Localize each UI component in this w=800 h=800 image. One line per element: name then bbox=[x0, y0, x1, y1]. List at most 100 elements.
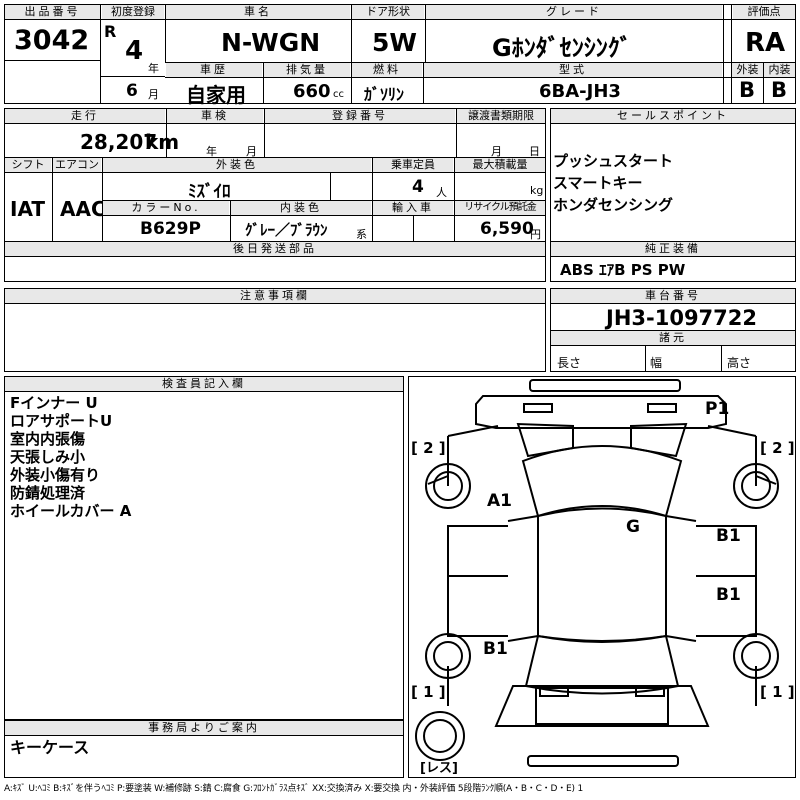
car-name-header: 車名 bbox=[166, 5, 350, 19]
interior-header: 内装 bbox=[764, 63, 795, 77]
reg-month: 6 bbox=[126, 81, 138, 101]
inspection-month-unit: 月 bbox=[246, 145, 257, 158]
mileage-unit: km bbox=[145, 130, 180, 154]
fuel-header: 燃料 bbox=[352, 63, 422, 77]
mileage-header: 走行 bbox=[5, 109, 165, 123]
reg-year-unit: 年 bbox=[148, 62, 159, 75]
later-parts-header: 後日発送部品 bbox=[5, 242, 545, 256]
damage-mark-a1: A1 bbox=[487, 491, 512, 511]
recycle-fee: 6,590 bbox=[480, 219, 534, 239]
inspector-note-5: 外装小傷有り bbox=[10, 466, 101, 484]
tire-mark-rear-right: [ 1 ] bbox=[760, 683, 795, 701]
office-note: キーケース bbox=[10, 738, 90, 757]
recycle-unit: 円 bbox=[530, 228, 541, 241]
recycle-header: リサイクル預託金 bbox=[455, 201, 545, 215]
notes-header: 注意事項欄 bbox=[5, 289, 545, 303]
details-frame bbox=[4, 108, 546, 282]
genuine-equip-header: 純正装備 bbox=[551, 242, 795, 256]
shift-header: シフト bbox=[5, 158, 51, 172]
sales-points-header: セールスポイント bbox=[551, 109, 795, 123]
sales-points-frame bbox=[550, 108, 796, 282]
score-header: 評価点 bbox=[733, 5, 795, 19]
sales-point-3: ホンダセンシング bbox=[553, 196, 674, 214]
chassis-header: 車台番号 bbox=[551, 289, 795, 303]
grade-header: グレード bbox=[426, 5, 722, 19]
first-reg-header: 初度登録 bbox=[102, 5, 164, 19]
lot-no-header: 出品番号 bbox=[5, 5, 100, 19]
sales-point-1: プッシュスタート bbox=[553, 152, 674, 170]
color-number: B629P bbox=[140, 219, 201, 239]
transfer-day-unit: 日 bbox=[529, 145, 540, 158]
max-load-unit: kg bbox=[530, 184, 544, 197]
spare-tire-mark: [レス] bbox=[420, 761, 458, 776]
int-color-header: 内装色 bbox=[231, 201, 371, 215]
dim-length-label: 長さ bbox=[557, 356, 582, 370]
ext-color-header: 外装色 bbox=[103, 158, 371, 172]
max-load-header: 最大積載量 bbox=[455, 158, 545, 172]
ac-header: エアコン bbox=[53, 158, 101, 172]
dimensions-header: 諸元 bbox=[551, 331, 795, 345]
color-no-header: カラーNo. bbox=[103, 201, 229, 215]
office-frame bbox=[4, 720, 404, 778]
mileage: 28,207 bbox=[80, 130, 158, 154]
exterior-header: 外装 bbox=[732, 63, 763, 77]
door-type: 5W bbox=[372, 28, 417, 57]
inspector-note-7: ホイールカバー A bbox=[10, 502, 132, 520]
inspector-header: 検査員記入欄 bbox=[5, 377, 403, 391]
doors-header: ドア形状 bbox=[352, 5, 424, 19]
tire-mark-rear-left: [ 1 ] bbox=[411, 683, 446, 701]
chassis-number: JH3-1097722 bbox=[606, 306, 757, 330]
legend-footer: A:ｷｽﾞ U:ﾍｺﾐ B:ｷｽﾞを伴うﾍｺﾐ P:要塗装 W:補修跡 S:錆 … bbox=[4, 784, 583, 794]
fuel-type: ｶﾞｿﾘﾝ bbox=[364, 85, 405, 104]
import-header: 輸入車 bbox=[373, 201, 453, 215]
capacity-header: 乗車定員 bbox=[373, 158, 453, 172]
dim-width-label: 幅 bbox=[650, 356, 663, 370]
reg-year: 4 bbox=[125, 36, 144, 66]
damage-mark-g: G bbox=[626, 517, 640, 537]
inspection-year-unit: 年 bbox=[206, 145, 217, 158]
vehicle-history: 自家用 bbox=[186, 83, 246, 107]
notes-frame bbox=[4, 288, 546, 372]
exterior-grade: B bbox=[739, 78, 756, 102]
inspector-note-4: 天張しみ小 bbox=[10, 448, 86, 466]
car-diagram bbox=[415, 379, 779, 767]
shift-type: IAT bbox=[10, 197, 46, 221]
model-header: 型式 bbox=[424, 63, 722, 77]
transfer-header: 譲渡書類期限 bbox=[457, 109, 545, 123]
damage-mark-b1-right-bottom: B1 bbox=[716, 585, 741, 605]
inspection-header: 車検 bbox=[167, 109, 263, 123]
interior-color: ｸﾞﾚｰ／ﾌﾞﾗｳﾝ bbox=[245, 221, 328, 239]
lot-number: 3042 bbox=[14, 25, 90, 56]
inspector-note-2: ロアサポートU bbox=[10, 412, 113, 430]
score: RA bbox=[745, 28, 786, 58]
car-name: N-WGN bbox=[221, 28, 321, 57]
displacement: 660 bbox=[293, 81, 331, 102]
dim-height-label: 高さ bbox=[727, 356, 752, 370]
model-code: 6BA-JH3 bbox=[539, 81, 621, 102]
interior-color-unit: 系 bbox=[356, 228, 367, 241]
inspector-note-1: Fインナー U bbox=[10, 394, 98, 412]
history-header: 車歴 bbox=[166, 63, 262, 77]
genuine-equipment: ABS ｴｱB PS PW bbox=[560, 261, 686, 279]
displacement-header: 排気量 bbox=[264, 63, 350, 77]
reg-no-header: 登録番号 bbox=[265, 109, 455, 123]
damage-mark-b1-right-top: B1 bbox=[716, 526, 741, 546]
displacement-unit: cc bbox=[333, 89, 344, 100]
inspector-note-6: 防錆処理済 bbox=[10, 484, 86, 502]
inspector-frame bbox=[4, 376, 404, 720]
capacity-unit: 人 bbox=[436, 186, 447, 199]
car-diagram-frame bbox=[408, 376, 796, 778]
top-frame bbox=[4, 4, 796, 104]
tire-mark-front-right: [ 2 ] bbox=[760, 439, 795, 457]
inspector-note-3: 室内内張傷 bbox=[10, 430, 86, 448]
tire-mark-front-left: [ 2 ] bbox=[411, 439, 446, 457]
damage-mark-b1-left: B1 bbox=[483, 639, 508, 659]
interior-grade: B bbox=[771, 78, 788, 102]
capacity: 4 bbox=[412, 177, 424, 197]
damage-mark-p1: P1 bbox=[705, 399, 730, 419]
exterior-color: ﾐｽﾞｲﾛ bbox=[188, 182, 231, 202]
sales-point-2: スマートキー bbox=[553, 174, 643, 192]
era-letter: R bbox=[104, 22, 117, 41]
transfer-month-unit: 月 bbox=[491, 145, 502, 158]
office-header: 事務局よりご案内 bbox=[5, 721, 403, 735]
